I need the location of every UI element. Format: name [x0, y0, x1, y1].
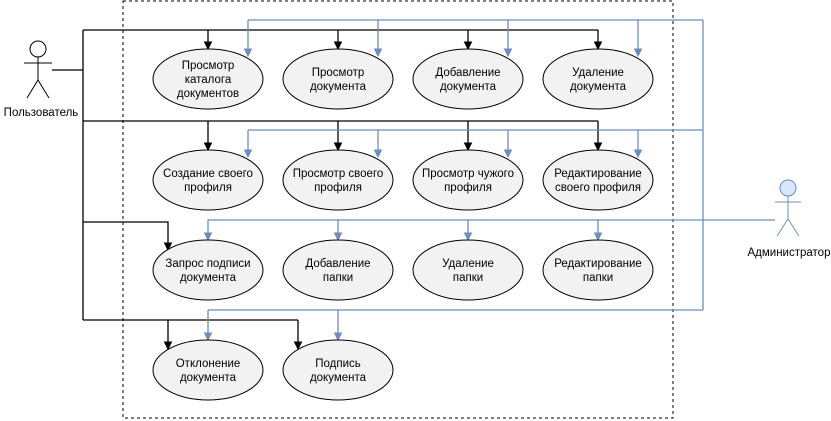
- user-arrow-head: [163, 242, 173, 252]
- admin-arrow-head: [633, 149, 643, 159]
- uc-delete-document-ellipse: [542, 48, 654, 110]
- uc-add-folder-ellipse: [282, 239, 394, 301]
- user-arrow-head: [463, 142, 473, 152]
- uc-delete-document-label-line: документа: [570, 81, 627, 93]
- uc-request-signature: Запрос подписи документа: [152, 239, 264, 301]
- admin-arrow-head: [633, 48, 643, 58]
- actor-admin-left-leg: [776, 218, 789, 237]
- uc-sign-document: Подпись документа: [282, 339, 394, 401]
- uc-add-document-label-line: Добавление: [435, 67, 500, 79]
- uc-edit-folder-ellipse: [542, 239, 654, 301]
- uc-sign-document-ellipse: [282, 339, 394, 401]
- uc-view-catalog-label-line: каталога: [185, 74, 232, 86]
- uc-request-signature-ellipse: [152, 239, 264, 301]
- uc-view-catalog-label-line: документов: [177, 88, 239, 100]
- uc-add-document: Добавление документа: [412, 48, 524, 110]
- uc-view-own-profile-label-line: Просмотр своего: [293, 168, 384, 180]
- user-arrow-head: [593, 142, 603, 152]
- uc-request-signature-label-line: документа: [180, 272, 237, 284]
- uc-reject-document-label-line: Отклонение: [176, 358, 241, 370]
- uc-sign-document-label-line: Подпись: [315, 358, 361, 370]
- uc-view-document-ellipse: [282, 48, 394, 110]
- uc-delete-folder: Удаление папки: [412, 239, 524, 301]
- admin-arrow-head: [373, 149, 383, 159]
- user-arrow-head: [293, 341, 303, 351]
- actor-user-head: [29, 40, 47, 58]
- uc-add-document-ellipse: [412, 48, 524, 110]
- uc-add-document-label-line: документа: [440, 81, 497, 93]
- uc-request-signature-label-line: Запрос подписи: [165, 258, 250, 270]
- admin-main-line: [207, 219, 775, 233]
- admin-arrow-head: [333, 332, 343, 342]
- actor-user: Пользователь: [4, 40, 79, 119]
- uc-delete-document-label-line: Удаление: [572, 67, 624, 79]
- user-arrow-head: [203, 41, 213, 51]
- admin-arrow-head: [503, 149, 513, 159]
- actor-admin-head: [779, 179, 797, 197]
- connector-lines: [52, 19, 775, 351]
- uc-view-other-profile-label-line: профиля: [444, 182, 492, 194]
- uc-delete-document: Удаление документа: [542, 48, 654, 110]
- admin-arrow-head: [203, 232, 213, 242]
- admin-arrow-head: [463, 232, 473, 242]
- uc-view-document: Просмотр документа: [282, 48, 394, 110]
- uc-add-folder: Добавление папки: [282, 239, 394, 301]
- uc-view-own-profile-label-line: профиля: [314, 182, 362, 194]
- uc-create-profile-label-line: профиля: [184, 182, 232, 194]
- user-arrow-head: [333, 142, 343, 152]
- uc-edit-folder-label-line: Редактирование: [554, 258, 642, 270]
- uc-add-folder-label-line: папки: [323, 272, 353, 284]
- uc-create-profile: Создание своего профиля: [152, 149, 264, 211]
- actor-admin: Администратор: [748, 179, 831, 259]
- uc-edit-folder: Редактирование папки: [542, 239, 654, 301]
- uc-sign-document-label-line: документа: [310, 372, 367, 384]
- actor-admin-right-leg: [787, 218, 800, 237]
- uc-edit-own-profile-label-line: своего профиля: [555, 182, 641, 194]
- uc-view-other-profile: Просмотр чужого профиля: [412, 149, 524, 211]
- admin-arrow-head: [373, 48, 383, 58]
- user-arrow-head: [593, 41, 603, 51]
- uc-view-own-profile-ellipse: [282, 149, 394, 211]
- uc-delete-folder-label-line: папки: [453, 272, 483, 284]
- uc-delete-folder-label-line: Удаление: [442, 258, 494, 270]
- uc-add-folder-label-line: Добавление: [305, 258, 370, 270]
- actor-user-label: Пользователь: [4, 107, 79, 119]
- admin-arrow-head: [503, 48, 513, 58]
- user-arrow-head: [163, 341, 173, 351]
- admin-arrow-head: [333, 232, 343, 242]
- use-cases: Просмотр каталога документов Просмотр докуме…: [152, 48, 654, 401]
- user-arrow-head: [333, 41, 343, 51]
- uc-view-own-profile: Просмотр своего профиля: [282, 149, 394, 211]
- user-arrow-head: [203, 142, 213, 152]
- actor-user-right-leg: [37, 79, 50, 99]
- uc-view-catalog: Просмотр каталога документов: [152, 48, 264, 110]
- user-request-signature-line: [83, 221, 169, 243]
- uc-delete-folder-ellipse: [412, 239, 524, 301]
- uc-edit-own-profile: Редактирование своего профиля: [542, 149, 654, 211]
- uc-edit-folder-label-line: папки: [583, 272, 613, 284]
- uc-view-catalog-label-line: Просмотр: [182, 60, 235, 72]
- uc-view-catalog-ellipse: [152, 48, 264, 110]
- uc-reject-document: Отклонение документа: [152, 339, 264, 401]
- admin-arrow-head: [593, 232, 603, 242]
- uc-view-document-label-line: Просмотр: [312, 67, 365, 79]
- uc-create-profile-label-line: Создание своего: [163, 168, 253, 180]
- uc-reject-document-ellipse: [152, 339, 264, 401]
- uc-create-profile-ellipse: [152, 149, 264, 211]
- admin-arrow-head: [243, 48, 253, 58]
- system-boundary: [122, 0, 674, 419]
- admin-arrow-head: [203, 332, 213, 342]
- uc-edit-own-profile-ellipse: [542, 149, 654, 211]
- uc-edit-own-profile-label-line: Редактирование: [554, 168, 642, 180]
- uc-view-other-profile-ellipse: [412, 149, 524, 211]
- admin-arrow-head: [243, 149, 253, 159]
- uc-view-other-profile-label-line: Просмотр чужого: [422, 168, 514, 180]
- actor-user-left-leg: [26, 79, 39, 99]
- uc-reject-document-label-line: документа: [180, 372, 237, 384]
- uc-view-document-label-line: документа: [310, 81, 367, 93]
- user-arrow-head: [463, 41, 473, 51]
- actor-admin-label: Администратор: [748, 247, 831, 259]
